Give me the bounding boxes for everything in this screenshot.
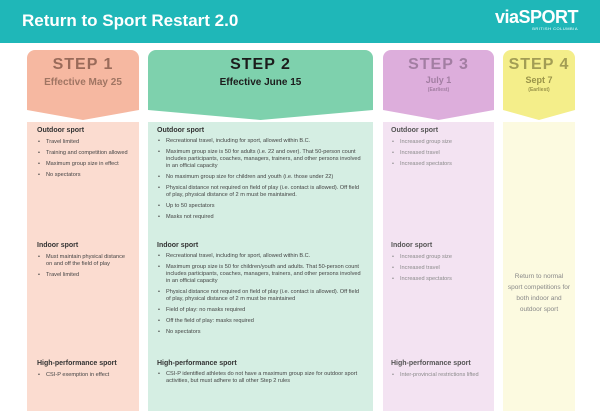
viasport-logo: viaSPORT BRITISH COLUMBIA: [494, 7, 579, 32]
step-2-title: STEP 2: [230, 56, 291, 73]
step-3-header: STEP 3 July 1 (Earliest): [383, 50, 494, 110]
step-1-header: STEP 1 Effective May 25: [27, 50, 139, 110]
step-1-title: STEP 1: [52, 56, 114, 73]
logo-wordmark: viaSPORT: [494, 7, 579, 27]
list-item: Increased spectators: [391, 161, 486, 168]
list-item: Increased group size: [391, 254, 486, 261]
list-item: CSI-P exemption in effect: [37, 372, 127, 379]
list-item: Up to 50 spectators: [157, 203, 363, 210]
list-item: Maximum group size in effect: [37, 161, 134, 168]
step-1-outdoor-label: Outdoor sport: [37, 127, 85, 134]
list-item: Maximum group size is 50 for children/yo…: [157, 264, 363, 285]
step-1-indoor-label: Indoor sport: [37, 242, 79, 249]
list-item: No spectators: [37, 172, 134, 179]
list-item: Physical distance not required on field …: [157, 185, 363, 199]
list-item: Field of play: no masks required: [157, 307, 363, 314]
step-4-title: STEP 4: [508, 56, 570, 73]
list-item: Must maintain physical distance on and o…: [37, 254, 127, 268]
step-2-hp-list: CSI-P identified athletes do not have a …: [157, 371, 363, 389]
list-item: Off the field of play: masks required: [157, 318, 363, 325]
step-2-indoor-label: Indoor sport: [157, 242, 199, 249]
list-item: Travel limited: [37, 272, 127, 279]
step-2-header: STEP 2 Effective June 15: [148, 50, 373, 110]
list-item: No spectators: [157, 329, 363, 336]
step-3-title: STEP 3: [408, 56, 469, 73]
step-3-indoor-label: Indoor sport: [391, 242, 433, 249]
step-4-description: Return to normal sport competitions for …: [507, 273, 571, 313]
list-item: Increased spectators: [391, 276, 486, 283]
step-1-indoor-list: Must maintain physical distance on and o…: [37, 254, 127, 283]
step-3-outdoor-label: Outdoor sport: [391, 127, 439, 134]
list-item: Increased travel: [391, 150, 486, 157]
list-item: Increased travel: [391, 265, 486, 272]
list-item: Inter-provincial restrictions lifted: [391, 372, 481, 379]
list-item: Physical distance not required on field …: [157, 289, 363, 303]
list-item: CSI-P identified athletes do not have a …: [157, 371, 363, 385]
logo-subtitle: BRITISH COLUMBIA: [532, 26, 578, 31]
step-2-outdoor-label: Outdoor sport: [157, 127, 205, 134]
page-title: Return to Sport Restart 2.0: [22, 11, 239, 30]
step-2-outdoor-list: Recreational travel, including for sport…: [157, 138, 363, 225]
step-1-hp-list: CSI-P exemption in effect: [37, 372, 127, 383]
step-4-column: STEP 4 Sept 7 (Earliest) Return to norma…: [503, 50, 575, 411]
step-3-column: STEP 3 July 1 (Earliest) Outdoor sport I…: [383, 50, 494, 411]
step-2-hp-label: High-performance sport: [157, 360, 237, 367]
step-3-effective-note: (Earliest): [427, 87, 450, 93]
step-4-body: Return to normal sport competitions for …: [503, 122, 575, 411]
step-3-hp-label: High-performance sport: [391, 360, 471, 367]
list-item: Recreational travel, including for sport…: [157, 253, 363, 260]
step-3-outdoor-list: Increased group size Increased travel In…: [391, 139, 486, 172]
step-3-effective: July 1: [425, 75, 452, 85]
step-2-effective: Effective June 15: [219, 77, 302, 88]
step-2-column: STEP 2 Effective June 15 Outdoor sport R…: [148, 50, 373, 411]
step-1-column: STEP 1 Effective May 25 Outdoor sport Tr…: [27, 50, 139, 411]
list-item: Recreational travel, including for sport…: [157, 138, 363, 145]
step-1-hp-label: High-performance sport: [37, 360, 117, 367]
header-bar: Return to Sport Restart 2.0 viaSPORT BRI…: [0, 0, 600, 43]
list-item: Maximum group size is 50 for adults (i.e…: [157, 149, 363, 170]
list-item: Training and competition allowed: [37, 150, 134, 157]
step-3-body: Outdoor sport Increased group size Incre…: [383, 122, 494, 411]
step-1-effective: Effective May 25: [44, 77, 122, 88]
step-4-effective: Sept 7: [525, 75, 553, 85]
step-4-effective-note: (Earliest): [528, 87, 550, 93]
step-2-body: Outdoor sport Recreational travel, inclu…: [148, 122, 373, 411]
step-3-indoor-list: Increased group size Increased travel In…: [391, 254, 486, 287]
step-1-body: Outdoor sport Travel limited Training an…: [27, 122, 139, 411]
step-2-indoor-list: Recreational travel, including for sport…: [157, 253, 363, 340]
list-item: Travel limited: [37, 139, 134, 146]
list-item: No maximum group size for children and y…: [157, 174, 363, 181]
step-1-outdoor-list: Travel limited Training and competition …: [37, 139, 134, 183]
step-3-hp-list: Inter-provincial restrictions lifted: [391, 372, 481, 383]
list-item: Increased group size: [391, 139, 486, 146]
list-item: Masks not required: [157, 214, 363, 221]
step-4-header: STEP 4 Sept 7 (Earliest): [503, 50, 575, 110]
